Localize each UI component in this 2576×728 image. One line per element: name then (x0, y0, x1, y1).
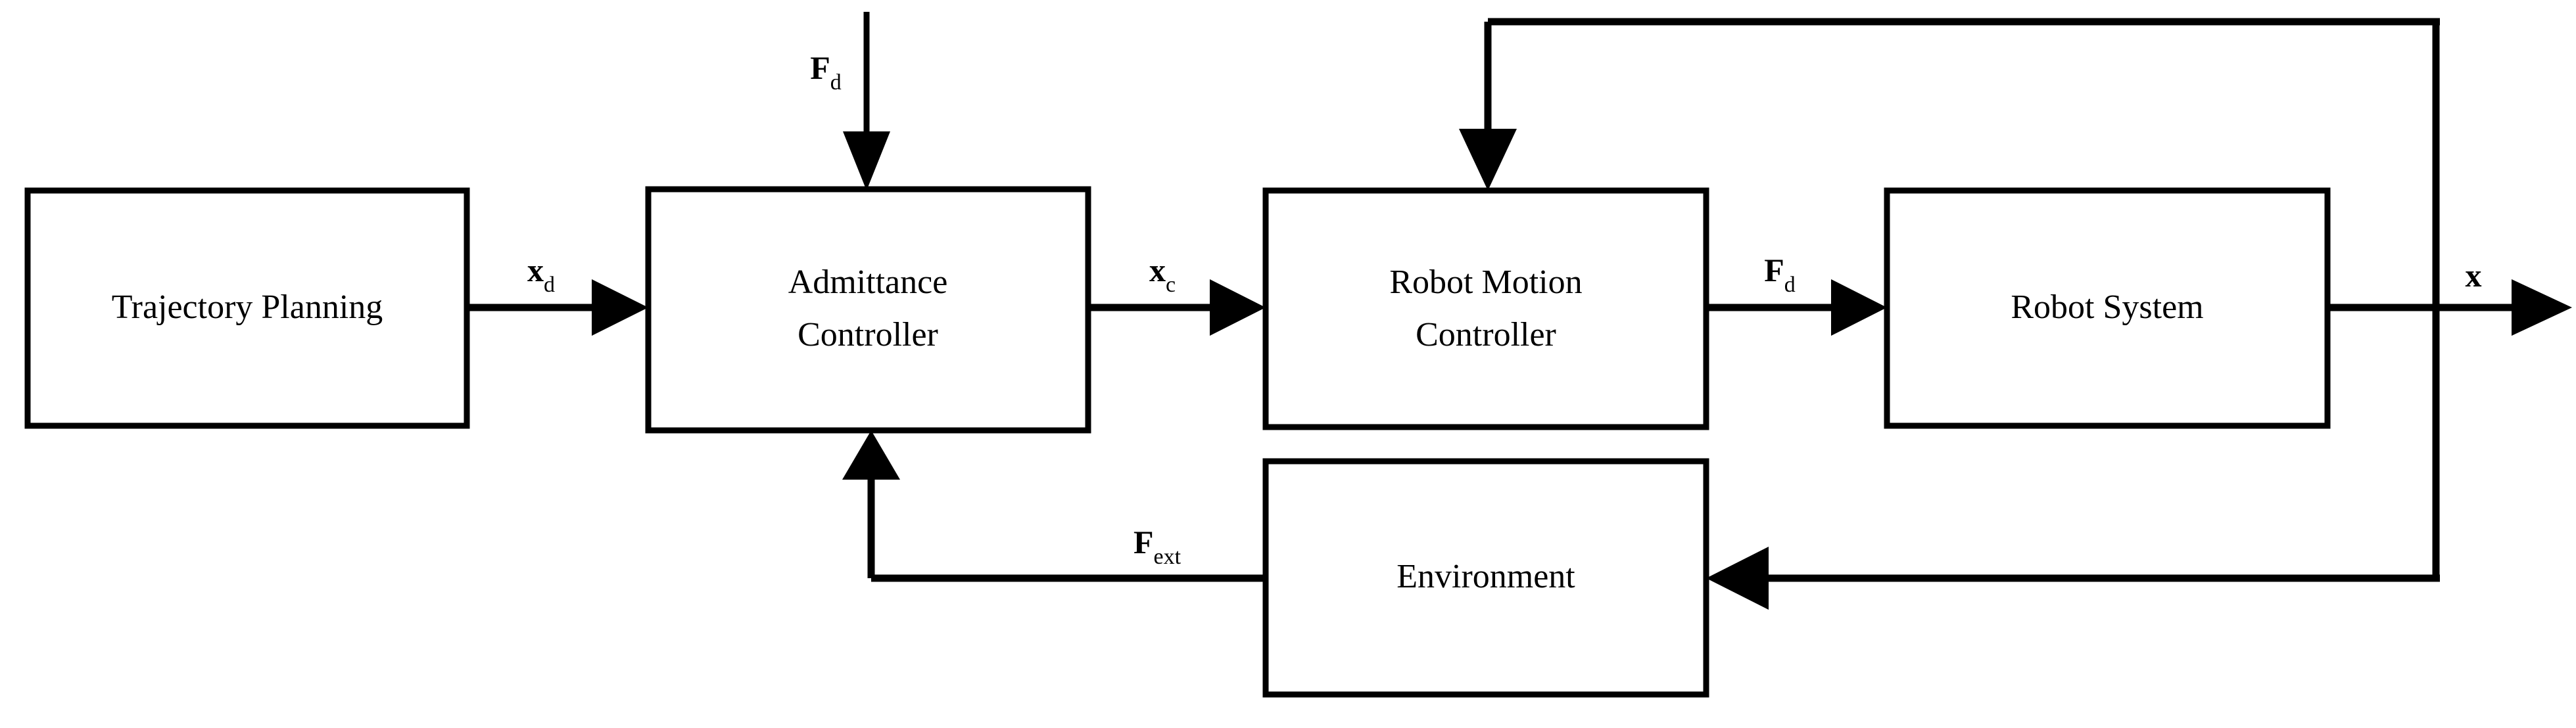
signal-label-xc: xc (1149, 252, 1176, 297)
block-label-trajectory-planning: Trajectory Planning (112, 288, 383, 326)
arrowhead-fd-input (843, 131, 890, 191)
block-admittance-controller[interactable] (645, 186, 1091, 434)
signal-label-fd-input: Fd (810, 49, 842, 95)
block-environment[interactable] (1262, 458, 1709, 698)
block-label-environment: Environment (1396, 558, 1575, 595)
block-trajectory-planning[interactable] (24, 187, 470, 429)
signal-label-fd-input-base: F (810, 49, 830, 86)
signal-label-fext: Fext (1133, 524, 1181, 569)
signal-label-xc-sub: c (1166, 273, 1176, 297)
block-robot-system[interactable] (1884, 187, 2331, 429)
signal-label-x-output: x (2466, 257, 2482, 294)
signal-label-xc-base: x (1149, 252, 1166, 288)
arrowhead-rmc-to-robot-system (1831, 279, 1887, 336)
block-robot-motion-controller[interactable] (1262, 187, 1709, 430)
signal-label-fext-base: F (1133, 524, 1154, 560)
signal-label-fext-sub: ext (1154, 545, 1181, 569)
arrowhead-feedback-into-environment (1706, 547, 1769, 610)
block-label-robot-motion-controller-line2: Controller (1416, 316, 1556, 353)
arrowhead-output-x (2512, 279, 2572, 336)
signal-label-fd-input-sub: d (830, 70, 842, 95)
signal-label-fd-command-sub: d (1784, 273, 1796, 297)
arrowhead-feedback-top-into-rmc (1459, 129, 1517, 191)
signal-label-fd-command: Fd (1764, 252, 1796, 297)
arrowhead-admittance-to-rmc (1210, 279, 1266, 336)
signal-label-xd: xd (527, 252, 555, 297)
block-label-robot-motion-controller-line1: Robot Motion (1389, 263, 1582, 301)
block-label-admittance-controller-line2: Controller (798, 316, 938, 353)
arrowhead-trajectory-to-admittance (592, 279, 648, 336)
arrowhead-fext-into-admittance (842, 430, 900, 480)
signal-label-xd-base: x (527, 252, 544, 288)
signal-label-x-output-base: x (2466, 257, 2482, 294)
signal-label-xd-sub: d (544, 273, 555, 297)
signal-label-fd-command-base: F (1764, 252, 1784, 288)
block-label-admittance-controller-line1: Admittance (788, 263, 948, 301)
block-label-robot-system: Robot System (2011, 288, 2203, 326)
